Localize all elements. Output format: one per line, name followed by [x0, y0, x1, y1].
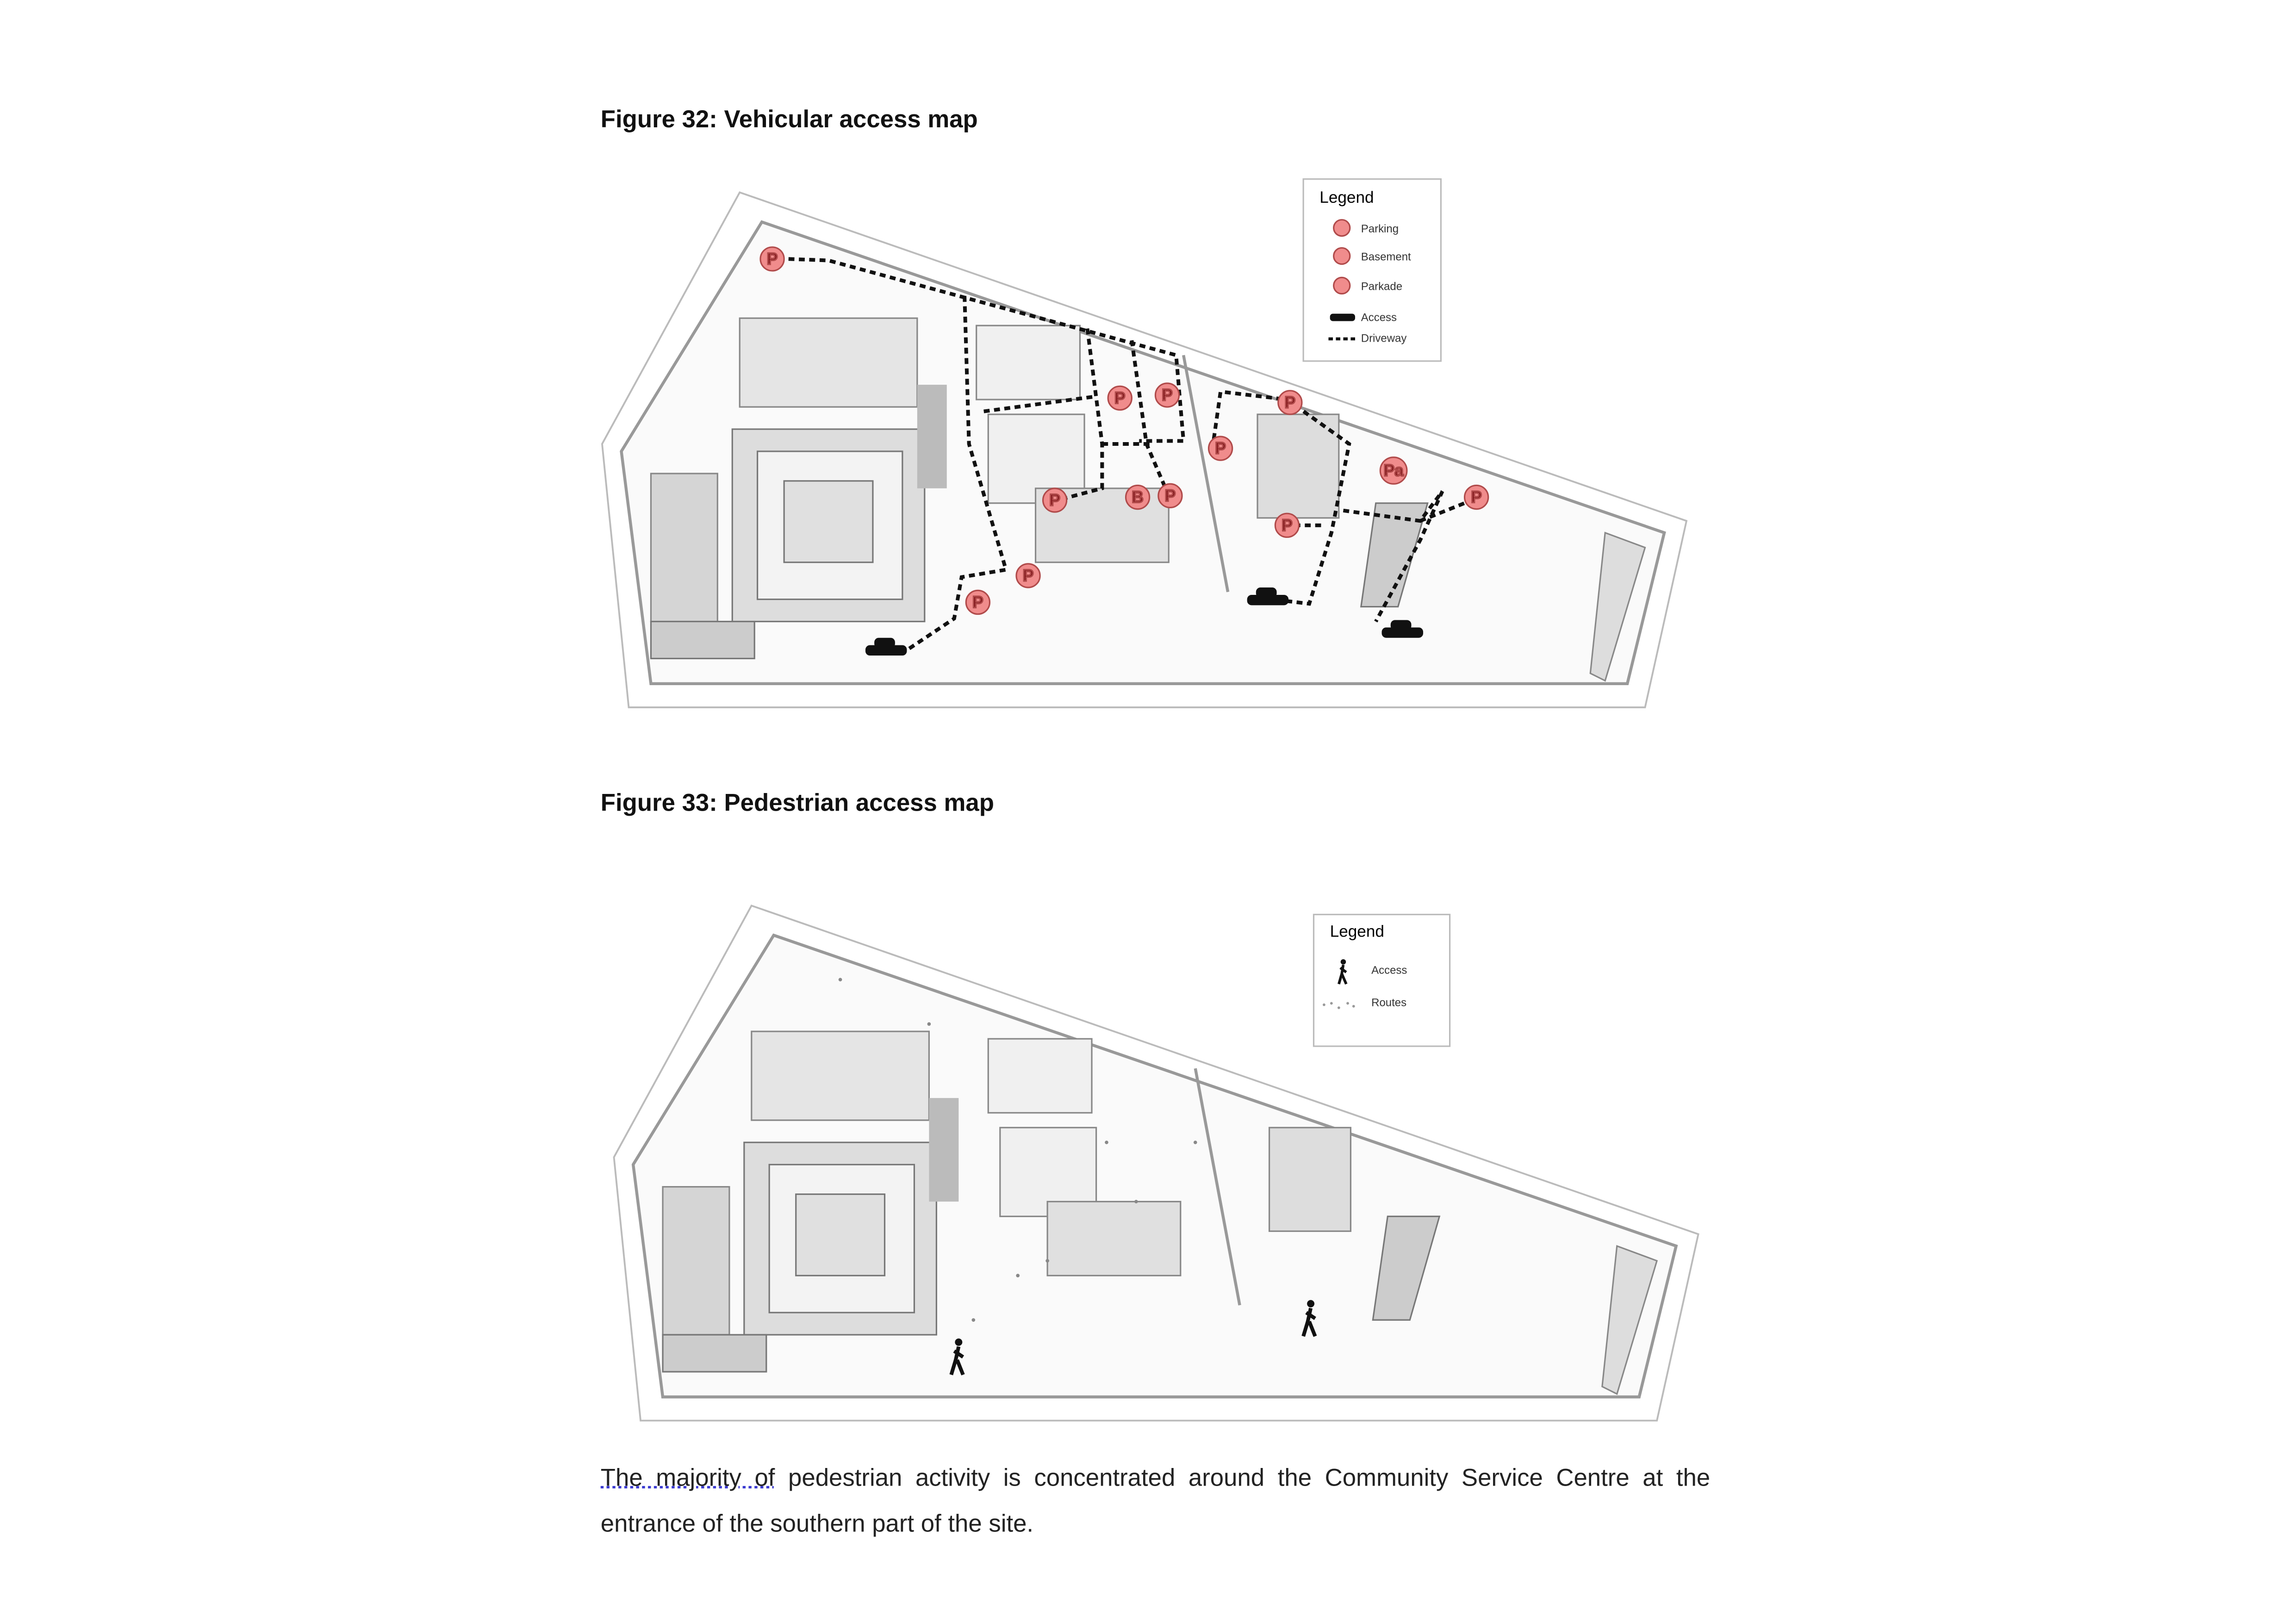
svg-text:Driveway: Driveway: [1361, 332, 1407, 344]
svg-text:Legend: Legend: [1330, 922, 1384, 940]
svg-text:P: P: [1165, 487, 1176, 505]
svg-text:P: P: [1049, 491, 1060, 509]
svg-text:P: P: [1471, 488, 1481, 506]
body-paragraph: The majority of pedestrian activity is c…: [601, 1456, 1710, 1548]
parking-marker: P: [1277, 390, 1303, 415]
parking-marker: P: [759, 246, 785, 272]
car-icon: [865, 637, 907, 656]
svg-text:P: P: [1162, 386, 1172, 404]
svg-text:Access: Access: [1361, 312, 1397, 324]
svg-text:Legend: Legend: [1319, 188, 1374, 206]
svg-text:B: B: [1132, 488, 1143, 506]
vehicular-access-map: P P P P P P B P P P P Pa P Legen: [602, 178, 1686, 707]
parking-marker: P: [1154, 382, 1180, 408]
svg-text:P: P: [972, 593, 983, 611]
parking-marker: P: [1274, 512, 1300, 538]
pedestrian-icon: [1301, 1300, 1317, 1337]
car-icon: [1330, 313, 1355, 321]
svg-text:Parking: Parking: [1361, 223, 1399, 235]
pedestrian-routes: [838, 978, 1197, 1322]
car-icon: [1247, 587, 1289, 606]
driveways: [788, 257, 1466, 653]
parking-marker: P: [1463, 484, 1489, 510]
parking-marker: P: [1207, 436, 1233, 461]
parking-marker: P: [965, 589, 991, 615]
pedestrian-access-map: [614, 906, 1699, 1420]
figure-33-caption: Figure 33: Pedestrian access map: [600, 790, 994, 817]
figure-32-caption: Figure 32: Vehicular access map: [600, 106, 978, 133]
svg-text:Access: Access: [1371, 964, 1407, 976]
parking-marker: P: [1015, 563, 1041, 588]
svg-text:P: P: [767, 250, 778, 268]
parking-marker: P: [1107, 385, 1132, 411]
pedestrian-icon: [949, 1338, 965, 1376]
parking-marker: P: [1042, 487, 1068, 513]
svg-text:P: P: [1285, 394, 1295, 412]
pedestrian-icon: [1338, 959, 1348, 985]
parkade-marker: Pa: [1379, 456, 1408, 485]
spellcheck-underlined-text: The majority of: [600, 1465, 775, 1492]
svg-text:Pa: Pa: [1384, 462, 1404, 480]
svg-text:P: P: [1114, 389, 1125, 407]
svg-text:Routes: Routes: [1371, 997, 1406, 1009]
dotted-route-icon: [1322, 1002, 1355, 1009]
svg-text:P: P: [1282, 516, 1292, 534]
pedestrian-legend: Legend Access Routes: [1313, 913, 1451, 1047]
parking-marker: P: [1157, 483, 1183, 508]
svg-text:Basement: Basement: [1361, 251, 1411, 263]
vehicular-legend: Legend Parking Basement Parkade Access D…: [1302, 178, 1442, 362]
basement-marker: B: [1125, 484, 1151, 510]
svg-text:Parkade: Parkade: [1361, 281, 1402, 293]
svg-text:P: P: [1215, 439, 1226, 457]
car-icon: [1381, 620, 1424, 638]
car-access-icons: [865, 587, 1424, 656]
paragraph-text: pedestrian activity is concentrated arou…: [600, 1465, 1711, 1538]
svg-text:P: P: [1023, 567, 1033, 585]
